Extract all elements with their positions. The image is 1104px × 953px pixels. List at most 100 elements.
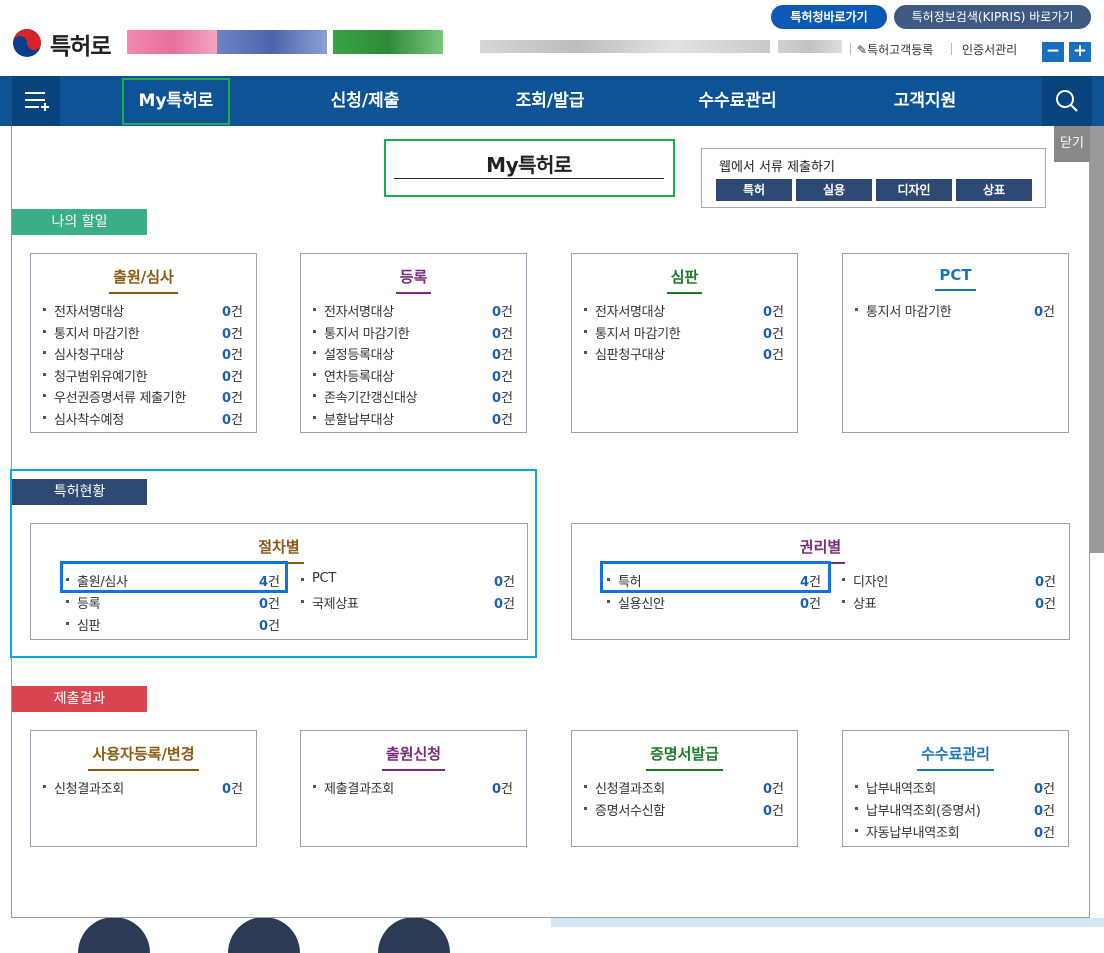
list-item[interactable]: 통지서 마감기한 0건 (855, 299, 1055, 320)
search-button[interactable] (1042, 76, 1092, 126)
list-item-label: 청구범위유예기한 (54, 369, 148, 385)
site-logo-text[interactable]: 특허로 (50, 34, 111, 60)
customer-register-link[interactable]: ✎특허고객등록 (857, 43, 934, 57)
results-box: 증명서발급 (571, 730, 798, 847)
nav-tab-fee-management[interactable]: 수수료관리 (698, 91, 777, 111)
count-unit: 건 (231, 369, 243, 385)
list-item-label: 디자인 (853, 575, 888, 590)
box-title-text: 사용자등록/변경 (88, 743, 199, 771)
list-item-count: 0건 (763, 323, 784, 342)
bullet-icon (66, 622, 69, 625)
list-item-label: 상표 (853, 597, 877, 612)
box-title: 등록 (301, 266, 526, 294)
main-nav-bar (0, 76, 1104, 126)
blurred-banner (127, 30, 217, 54)
nav-tab-my-patent[interactable]: My특허로 (138, 91, 214, 111)
count-unit: 건 (268, 597, 280, 612)
list-item-count: 4건 (800, 571, 821, 590)
results-box: 사용자등록/변경 (30, 730, 257, 847)
list-item-label: 심사청구대상 (54, 348, 124, 364)
count-number: 0 (762, 348, 773, 364)
list-item-label: 자동납부내역조회 (866, 826, 960, 841)
list-item-count: 0건 (763, 778, 784, 797)
submit-trademark-button[interactable]: 상표 (956, 179, 1032, 201)
nav-tab-inquiry-issue[interactable]: 조회/발급 (515, 91, 585, 111)
zoom-out-button[interactable]: − (1042, 42, 1064, 62)
bullet-icon (43, 785, 46, 788)
background-edge (1090, 126, 1104, 553)
count-number: 0 (1033, 305, 1044, 320)
bullet-icon (43, 308, 46, 311)
web-submit-label: 웹에서 서류 제출하기 (719, 160, 835, 175)
kipris-shortcut-button[interactable]: 특허정보검색(KIPRIS) 바로가기 (894, 5, 1091, 29)
box-title-text: 출원신청 (381, 743, 446, 771)
list-item-count: 0건 (222, 778, 243, 797)
count-unit: 건 (268, 619, 280, 634)
list-item[interactable]: 납부내역조회(증명서)0건 (855, 798, 1055, 819)
bullet-icon (855, 308, 858, 311)
count-number: 0 (491, 305, 502, 320)
count-unit: 건 (1043, 804, 1055, 819)
certificate-manage-link[interactable]: 인증서관리 (962, 43, 1018, 57)
count-unit: 건 (1043, 826, 1055, 841)
close-button[interactable]: 닫기 (1054, 126, 1090, 162)
nav-tab-apply-submit[interactable]: 신청/제출 (330, 91, 400, 111)
list-item-label: 증명서수신함 (595, 804, 665, 819)
bullet-icon (66, 600, 69, 603)
list-item-count: 0건 (492, 387, 513, 406)
list-item-label: 통지서 마감기한 (324, 326, 410, 342)
box-title-text: 수수료관리 (916, 743, 994, 771)
nav-tab-customer-support[interactable]: 고객지원 (893, 91, 957, 111)
kipo-shortcut-button[interactable]: 특허청바로가기 (771, 5, 887, 29)
list-item-label: PCT (312, 571, 336, 586)
list-item-label: 통지서 마감기한 (866, 305, 952, 320)
list-item[interactable]: 청구범위유예기한 0건 (43, 364, 243, 385)
submit-patent-button[interactable]: 특허 (716, 179, 792, 201)
submit-utility-button[interactable]: 실용 (796, 179, 872, 201)
count-number: 0 (221, 305, 232, 320)
count-number: 4 (799, 575, 810, 590)
count-number: 0 (1033, 782, 1044, 797)
list-item-count: 0건 (492, 366, 513, 385)
submit-design-button[interactable]: 디자인 (876, 179, 952, 201)
list-item-count: 4건 (259, 571, 280, 590)
bullet-icon (43, 372, 46, 376)
count-unit: 건 (772, 804, 784, 819)
list-item-count: 0건 (1034, 301, 1055, 320)
taegeuk-logo-icon[interactable] (12, 28, 42, 58)
count-unit: 건 (501, 348, 513, 364)
bullet-icon (842, 600, 845, 603)
menu-button[interactable] (12, 76, 60, 126)
zoom-in-button[interactable]: + (1069, 42, 1091, 62)
count-number: 0 (221, 369, 232, 385)
